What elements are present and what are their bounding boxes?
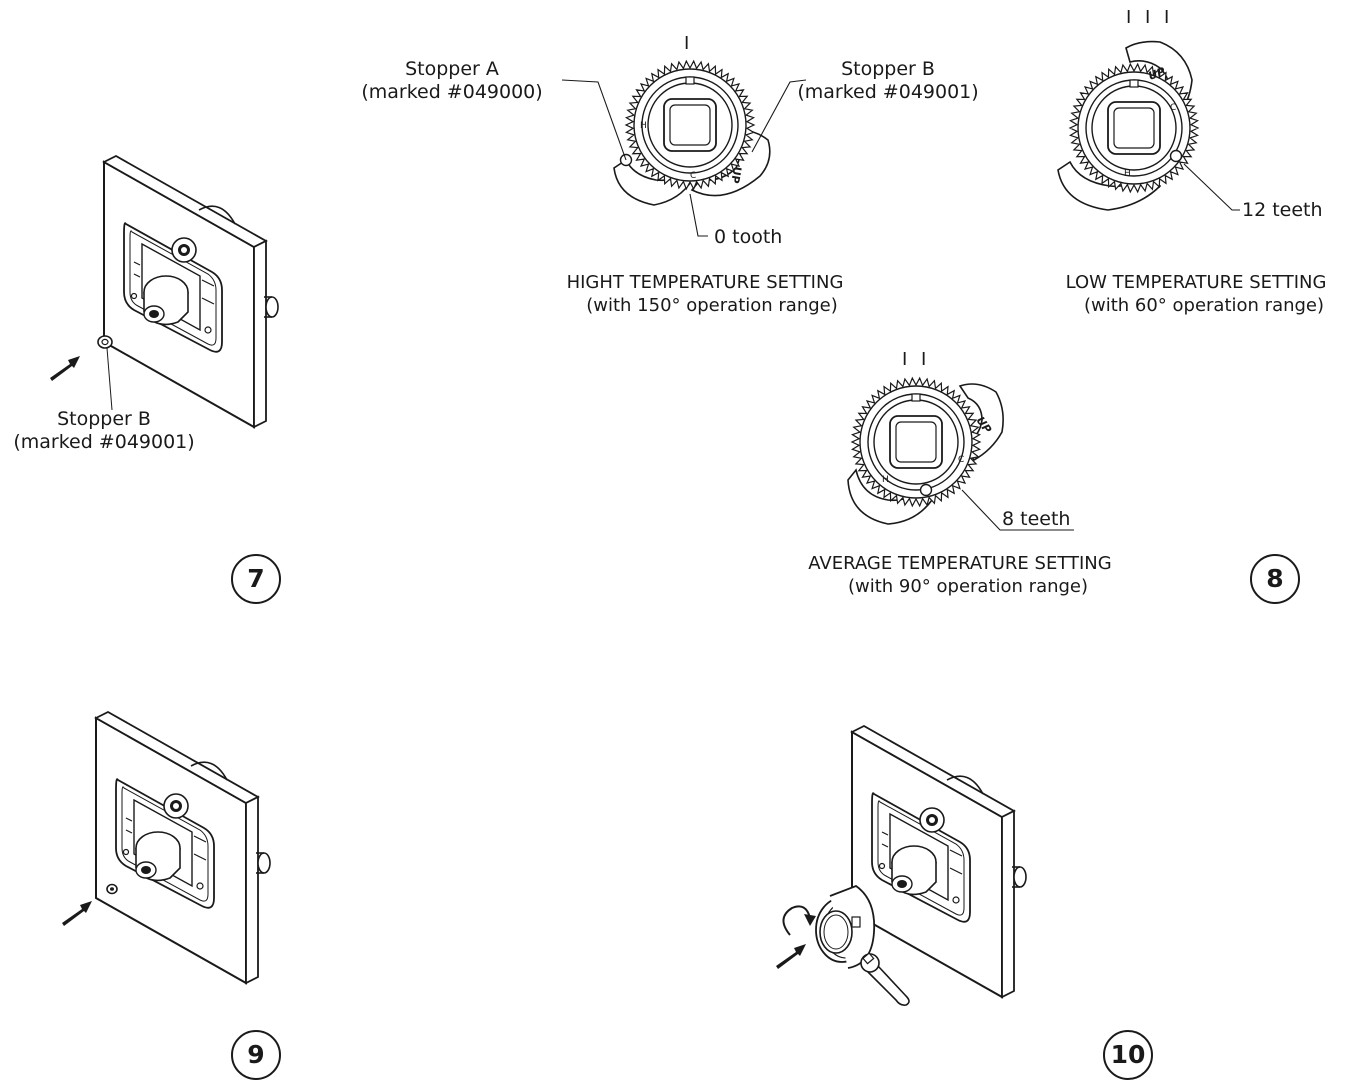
dial-high-title: HIGHT TEMPERATURE SETTING	[566, 272, 844, 293]
dial-high-leader-lines	[561, 79, 807, 237]
step9-push-arrow-icon	[62, 901, 92, 926]
dial-high-up-mark: UP	[728, 165, 744, 184]
step10-badge: 10	[1103, 1030, 1153, 1080]
dial-high-range: (with 150° operation range)	[586, 295, 838, 316]
dial-low-hot-mark: H	[1124, 169, 1131, 179]
step7-stopper-label: Stopper B	[57, 408, 151, 430]
dial-average-temperature	[847, 376, 1004, 525]
dial-average-leader-line	[961, 489, 1074, 531]
step7-valve-assembly	[103, 155, 279, 428]
wrench-icon	[860, 952, 910, 1006]
dial-low-roman-numeral: I I I	[1126, 7, 1174, 28]
step9-valve-assembly	[95, 711, 271, 984]
dial-high-stopper-a-mark: (marked #049000)	[361, 81, 543, 103]
step10-rotate-arrow-icon	[782, 905, 816, 936]
step7-push-arrow-icon	[50, 356, 80, 381]
dial-high-stopper-a-label: Stopper A	[405, 58, 499, 80]
dial-high-stopper-b-mark: (marked #049001)	[797, 81, 979, 103]
dial-low-temperature	[1057, 40, 1200, 211]
dial-high-temperature	[613, 59, 771, 206]
step8-badge: 8	[1250, 554, 1300, 604]
dial-low-leader-line	[1183, 163, 1240, 211]
step10-nut-part	[815, 884, 876, 969]
dial-average-teeth-label: 8 teeth	[1002, 508, 1071, 530]
step9-badge: 9	[231, 1030, 281, 1080]
step10-push-arrow-icon	[776, 944, 806, 969]
dial-low-up-mark: UP	[1147, 65, 1167, 83]
dial-average-cold-mark: C	[958, 455, 964, 465]
dial-high-roman-numeral: I	[684, 33, 694, 54]
dial-high-stopper-b-label: Stopper B	[841, 58, 935, 80]
dial-high-teeth-label: 0 tooth	[714, 226, 783, 248]
dial-high-hot-mark: H	[640, 121, 647, 131]
dial-low-teeth-label: 12 teeth	[1242, 199, 1323, 221]
dial-low-cold-mark: C	[1170, 103, 1176, 113]
step7-stopper-part	[97, 335, 113, 411]
step7-stopper-mark: (marked #049001)	[13, 431, 195, 453]
dial-low-title: LOW TEMPERATURE SETTING	[1065, 272, 1327, 293]
step9-stopper-part	[106, 883, 118, 895]
dial-average-hot-mark: H	[882, 475, 889, 485]
dial-average-roman-numeral: I I	[902, 349, 931, 370]
dial-average-title: AVERAGE TEMPERATURE SETTING	[808, 553, 1112, 574]
dial-low-range: (with 60° operation range)	[1083, 295, 1325, 316]
step7-badge: 7	[231, 554, 281, 604]
step10-valve-assembly	[851, 725, 1027, 998]
dial-average-range: (with 90° operation range)	[847, 576, 1089, 597]
dial-high-cold-mark: C	[690, 171, 696, 181]
